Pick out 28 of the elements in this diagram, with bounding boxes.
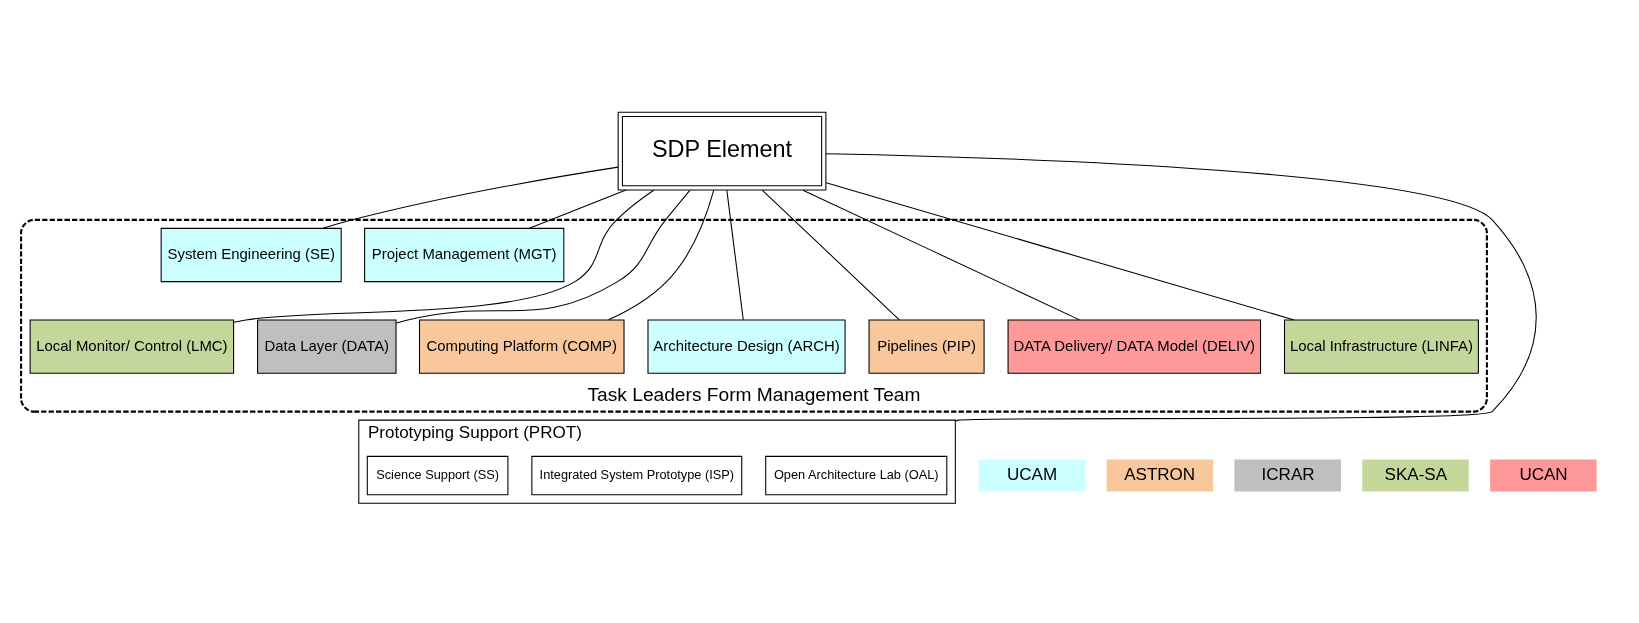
node-box: Architecture Design (ARCH) [647,318,846,374]
connector [802,189,1081,320]
node-box: System Engineering (SE) [160,227,342,282]
connector [322,166,619,229]
legend-label: UCAM [1006,464,1058,484]
connector [395,189,691,323]
connector [761,189,900,320]
node-box: Data Layer (DATA) [257,318,397,374]
node-box: Integrated System Prototype (ISP) [531,455,743,495]
legend-label: ICRAR [1261,464,1315,484]
legend-label: UCAN [1519,464,1568,484]
node-box: Computing Platform (COMP) [418,318,625,374]
connector [726,189,744,320]
connector [825,152,1537,422]
connector [233,189,655,323]
legend-label: ASTRON [1124,464,1196,484]
node-box: Open Architecture Lab (OAL) [765,455,948,495]
connector [607,189,715,320]
node-box: Project Management (MGT) [364,227,565,282]
node-box: Science Support (SS) [366,455,509,495]
node-box: Local Monitor/ Control (LMC) [29,318,235,374]
node-box: SDP Element [617,111,827,191]
connector [825,181,1295,320]
node-box: DATA Delivery/ DATA Model (DELIV) [1007,318,1262,374]
connector [528,189,627,229]
legend-label: SKA-SA [1384,464,1448,484]
node-box: Pipelines (PIP) [868,318,985,374]
node-box: Local Infrastructure (LINFA) [1283,318,1479,374]
